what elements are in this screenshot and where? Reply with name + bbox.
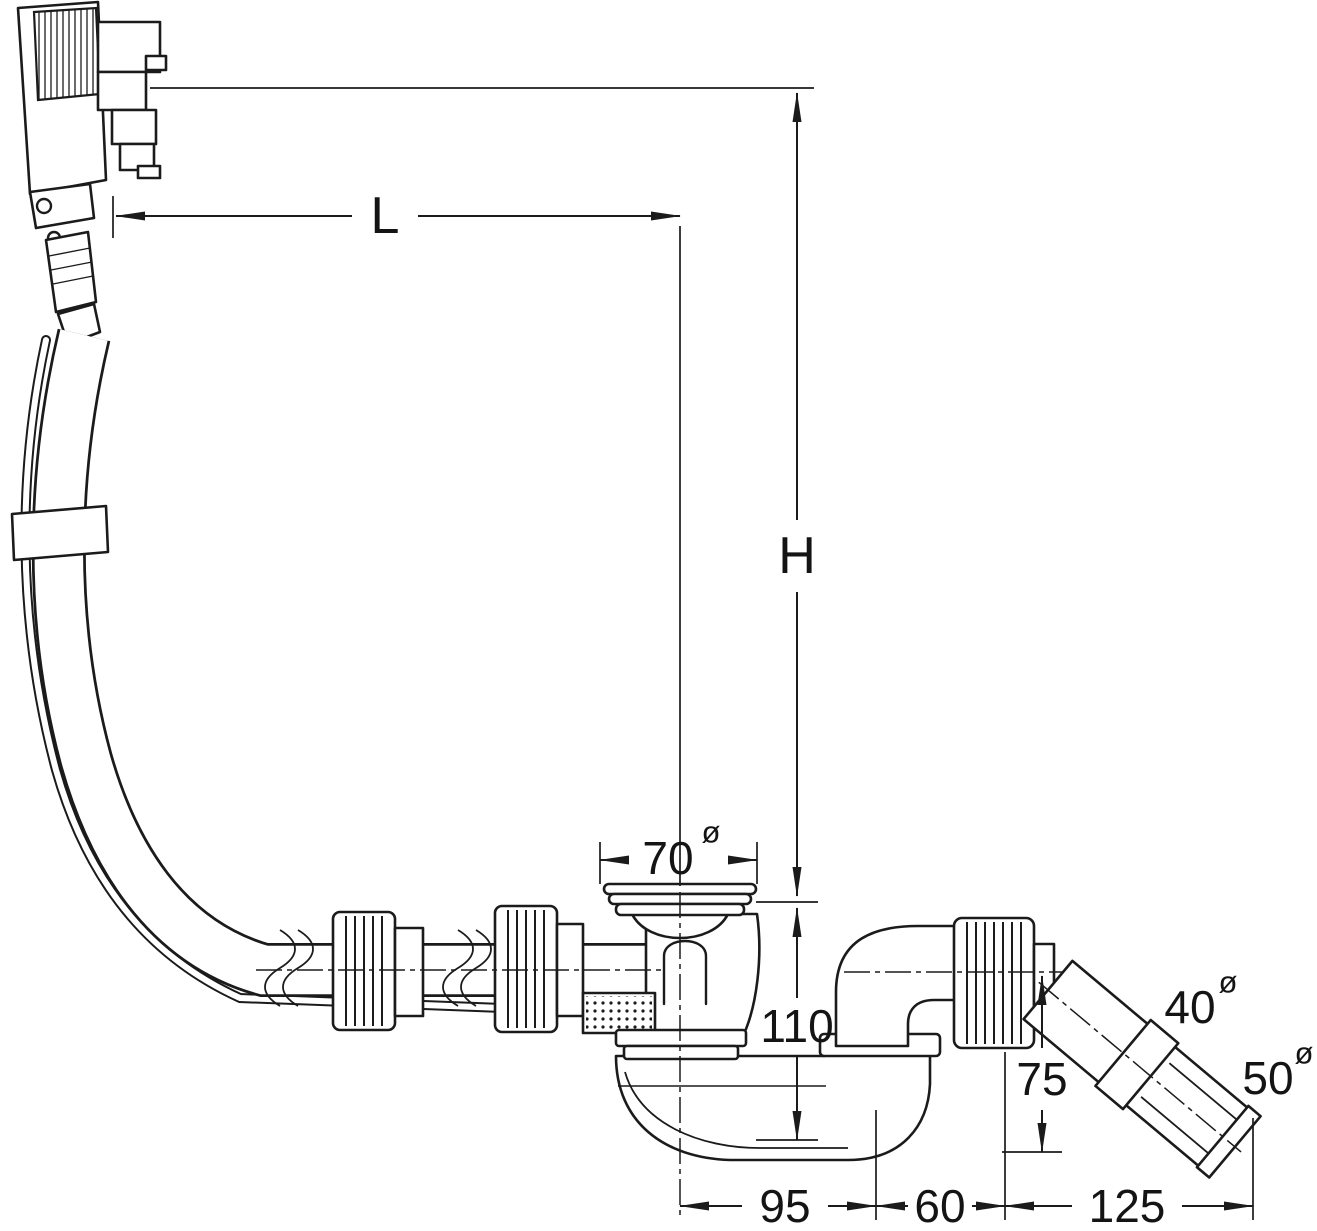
dim-label-H: H	[778, 527, 816, 585]
overflow-pipe-inner	[34, 329, 646, 995]
mount-bracket-mid	[96, 70, 148, 112]
outlet-assembly	[834, 916, 1262, 1179]
mount-lug-2	[136, 164, 162, 180]
dim-label-75: 75	[1016, 1053, 1067, 1105]
dim-label-40-diameter-symbol: ø	[1219, 965, 1238, 1000]
pipe-union-sleeve-1	[393, 926, 425, 1018]
dim-label-L: L	[371, 187, 400, 245]
trap-body	[614, 1044, 932, 1162]
dim-label-50-diameter-symbol: ø	[1295, 1036, 1314, 1071]
dimension-70: 70 ø	[599, 815, 758, 884]
dimension-95: 95	[679, 1180, 877, 1231]
dimension-110: 110	[756, 907, 834, 1141]
label-40: 40 ø	[1164, 965, 1237, 1034]
dim-label-70-diameter-symbol: ø	[702, 815, 721, 850]
pipe-break-mark-1b	[282, 929, 314, 1007]
dimensions: H L 70 ø 110	[112, 87, 1314, 1231]
pipe-break-mark-1a	[264, 929, 296, 1007]
waste-assembly	[581, 882, 942, 1162]
dim-label-70: 70	[642, 832, 693, 884]
cable-sleeve-threads	[48, 247, 94, 285]
pipe-break-mark-2b	[460, 929, 492, 1007]
overflow-fitting	[16, 0, 168, 346]
cable-housing-top	[28, 182, 96, 230]
centerlines	[256, 892, 1064, 1220]
cable-sleeve	[44, 230, 98, 314]
outlet-pipe-inner-lines	[1140, 1062, 1238, 1155]
rotary-knob-hatch	[32, 6, 102, 102]
pipe-collar	[10, 504, 110, 562]
dim-label-60: 60	[914, 1180, 965, 1231]
dimension-75: 75	[1002, 975, 1068, 1153]
cable-eyelet-1	[35, 197, 53, 215]
outlet-elbow	[834, 924, 960, 1048]
label-50: 50 ø	[1242, 1036, 1313, 1105]
pipe-union-nut-1-ribs	[340, 916, 388, 1026]
outlet-union-nut-ribs	[962, 922, 1026, 1044]
outlet-pipe-centerline	[1038, 981, 1242, 1153]
dimension-60: 60	[875, 1180, 1006, 1231]
outlet-pipe-45	[1022, 959, 1262, 1179]
dimension-125: 125	[1004, 1180, 1254, 1231]
dimension-L: L	[112, 187, 681, 886]
plug-bell	[662, 939, 708, 1006]
dim-label-50: 50	[1242, 1052, 1293, 1104]
dim-label-125: 125	[1089, 1180, 1166, 1231]
dim-label-40: 40	[1164, 981, 1215, 1033]
pipe-break-mark-2a	[442, 929, 474, 1007]
waste-locknut-1	[614, 1028, 748, 1048]
waste-locknut-2	[622, 1044, 740, 1061]
pipe-union-nut-2-ribs	[502, 910, 550, 1028]
dimension-H: H	[756, 92, 818, 903]
dim-label-110: 110	[760, 1000, 833, 1052]
overflow-pipe-group	[10, 328, 646, 1034]
bowden-cable-inner	[22, 337, 609, 1015]
trap-inner-contour	[624, 1071, 848, 1149]
mount-bracket-lower	[110, 108, 158, 146]
cable-knurl-texture	[586, 996, 652, 1030]
dim-label-95: 95	[759, 1180, 810, 1231]
mount-lug-1	[144, 54, 168, 72]
